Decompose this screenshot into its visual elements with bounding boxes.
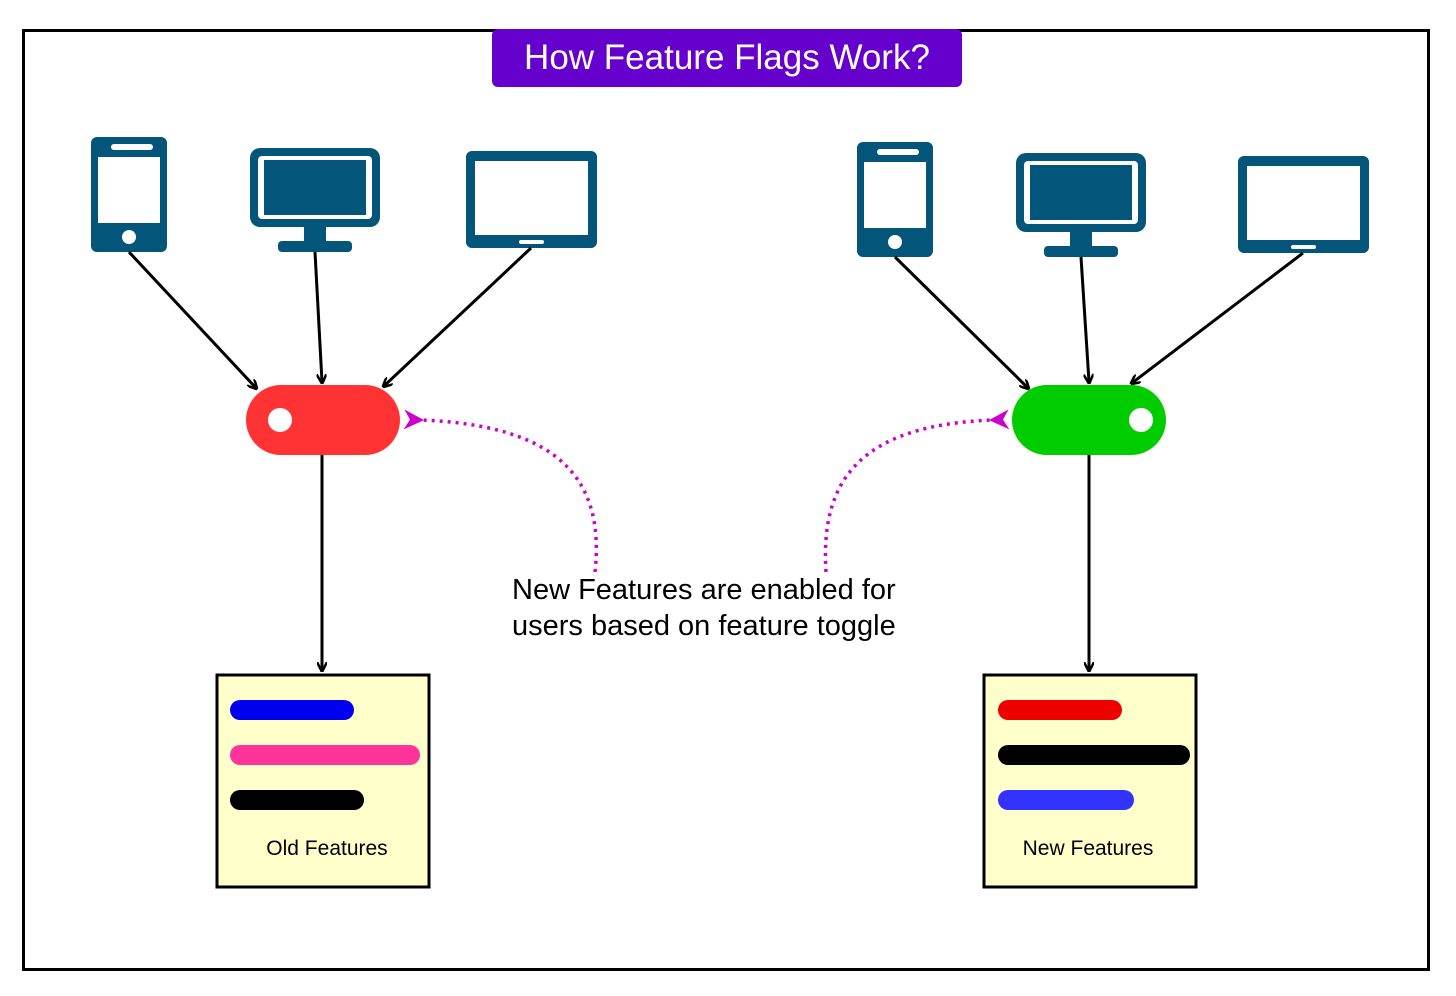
toggle-note: New Features are enabled for users based… <box>512 572 896 644</box>
note-line-2: users based on feature toggle <box>512 610 896 642</box>
left-toggle-off <box>246 385 400 455</box>
right-monitor-arrow <box>1079 256 1089 382</box>
title-text: How Feature Flags Work? <box>524 38 930 77</box>
right-monitor-icon <box>1016 153 1146 257</box>
left-tablet-arrow <box>384 246 533 386</box>
left-tablet-icon <box>466 151 597 248</box>
left-monitor-arrow <box>313 251 322 382</box>
right-phone-icon <box>857 142 933 257</box>
right-phone-arrow <box>893 255 1028 388</box>
old-features-label: Old Features <box>266 837 388 860</box>
left-phone-arrow <box>127 250 256 388</box>
right-toggle-on <box>1012 385 1166 455</box>
right-tablet-icon <box>1238 156 1369 253</box>
left-monitor-icon <box>250 148 380 252</box>
new-features-box <box>982 673 1198 889</box>
toggle-knob <box>268 408 292 432</box>
left-phone-icon <box>91 137 167 252</box>
new-features-label: New Features <box>1022 837 1154 860</box>
old-features-box <box>215 673 431 889</box>
left-dotted-arrow <box>403 409 598 573</box>
note-line-1: New Features are enabled for <box>512 574 896 606</box>
right-dotted-arrow <box>823 409 1010 573</box>
toggle-knob <box>1129 408 1153 432</box>
diagram-title: How Feature Flags Work? <box>492 29 962 87</box>
right-tablet-arrow <box>1132 251 1304 383</box>
